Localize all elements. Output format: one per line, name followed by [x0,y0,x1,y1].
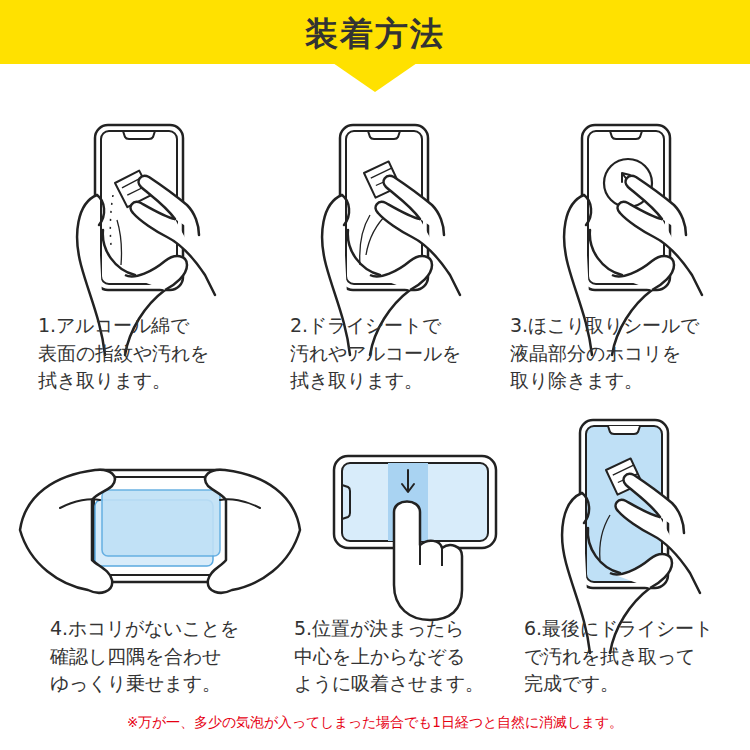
step5-art [334,456,496,620]
header-pointer [333,63,417,92]
step-text: 2.ドライシートで 汚れやアルコールを 拭き取ります。 [290,312,491,395]
header-band [0,0,750,64]
step-text: 3.ほこり取りシールで 液晶部分のホコリを 取り除きます。 [510,312,711,395]
heading: 装着方法 [0,12,750,57]
step-text: 6.最後にドライシート で汚れを拭き取って 完成です。 [524,615,725,698]
note-text: ※万が一、多少の気泡が入ってしまった場合でも1日経つと自然に消滅します。 [0,714,750,732]
step-text: 4.ホコリがないことを 確認し四隅を合わせ ゆっくり乗せます。 [50,615,251,698]
step-text: 5.位置が決まったら 中心を上からなぞる ように吸着させます。 [294,615,495,698]
step-text: 1.アルコール綿で 表面の指紋や汚れを 拭き取ります。 [38,312,239,395]
